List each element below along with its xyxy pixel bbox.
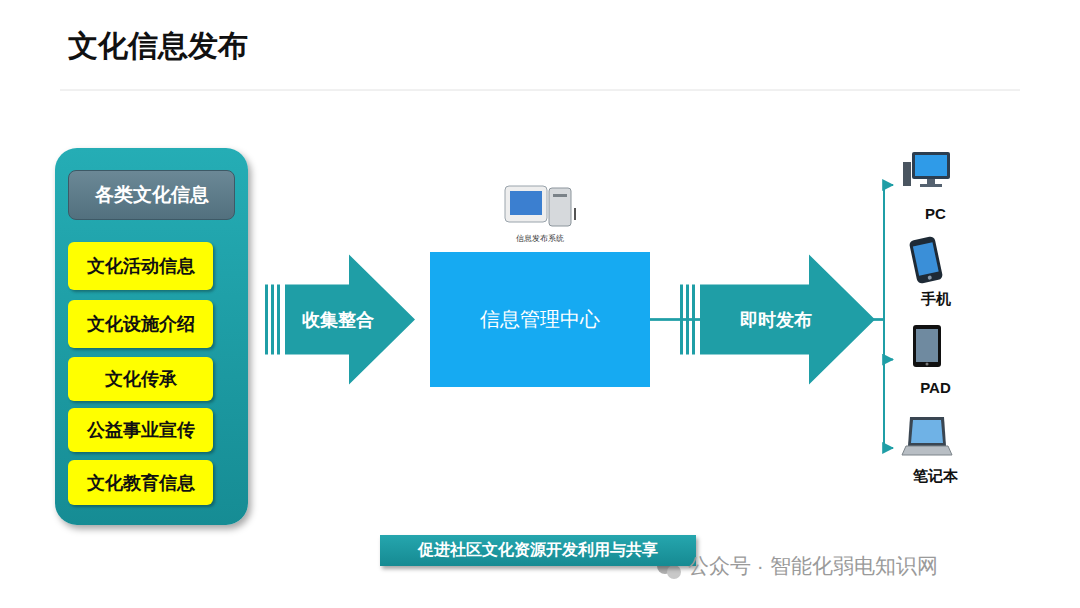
server-computer-icon — [549, 188, 571, 226]
info-box: 文化设施介绍 — [68, 300, 213, 348]
icon-caption: 信息发布系统 — [516, 233, 564, 244]
arrow-stripe — [692, 285, 695, 355]
flow-arrow — [700, 255, 875, 385]
server-computer-icon — [505, 186, 576, 226]
watermark: 公众号 · 智能化弱电知识网 — [688, 552, 938, 580]
server-computer-icon — [505, 186, 547, 222]
arrow-stripe — [271, 285, 274, 355]
tablet-icon — [926, 363, 929, 366]
info-box: 文化教育信息 — [68, 460, 213, 505]
pc-icon — [927, 179, 935, 184]
phone-icon — [909, 236, 944, 284]
node-text: 文化教育信息 — [87, 471, 195, 495]
node-text: 促进社区文化资源开发利用与共享 — [418, 540, 658, 561]
node-text: PC — [895, 205, 976, 222]
panel-heading: 各类文化信息 — [68, 170, 235, 220]
info-box: 公益事业宣传 — [68, 408, 213, 452]
tablet-icon — [916, 329, 938, 362]
tablet-icon — [913, 325, 941, 367]
node-text: PAD — [895, 379, 976, 396]
phone-icon — [927, 275, 932, 280]
laptop-icon — [908, 417, 946, 446]
laptop-icon — [911, 420, 943, 443]
block-arrow — [680, 255, 875, 385]
node-text: 笔记本 — [895, 467, 976, 486]
arrow-stripe — [680, 285, 683, 355]
pc-icon — [915, 155, 947, 176]
device-node: PAD — [895, 323, 976, 396]
arrow-label: 收集整合 — [302, 308, 374, 332]
node-text: 文化设施介绍 — [87, 312, 195, 336]
title-rule — [60, 90, 1020, 91]
pc-icon — [903, 152, 950, 187]
laptop-icon — [902, 417, 952, 455]
management-center-box: 信息管理中心 — [430, 252, 650, 387]
phone-icon — [913, 242, 939, 276]
info-box: 文化传承 — [68, 357, 213, 401]
server-computer-icon — [574, 208, 576, 220]
server-computer-icon — [553, 194, 567, 197]
title-rule — [60, 90, 1020, 91]
arrow-stripe — [686, 285, 689, 355]
pc-icon — [920, 184, 942, 187]
node-text: 手机 — [895, 290, 976, 309]
node-text: 信息管理中心 — [480, 306, 600, 333]
device-node: PC — [895, 148, 976, 222]
device-node: 手机 — [895, 235, 976, 309]
arrow-stripe — [265, 285, 268, 355]
thin-connectors — [650, 185, 893, 448]
arrow-label: 即时发布 — [740, 308, 812, 332]
phone-icon — [909, 236, 944, 284]
arrow-stripe — [277, 285, 280, 355]
wechat-icon — [667, 565, 681, 579]
pc-icon — [912, 152, 950, 179]
node-text: 文化传承 — [105, 367, 177, 391]
info-box: 文化活动信息 — [68, 242, 213, 290]
block-arrow — [265, 255, 415, 385]
server-computer-icon — [510, 191, 542, 215]
slogan-band: 促进社区文化资源开发利用与共享 — [380, 535, 696, 566]
node-text: 公益事业宣传 — [87, 418, 195, 442]
device-node: 笔记本 — [895, 410, 976, 486]
pc-icon — [903, 162, 911, 186]
flow-arrow — [285, 255, 415, 385]
category-panel: 各类文化信息文化活动信息文化设施介绍文化传承公益事业宣传文化教育信息 — [55, 148, 248, 525]
laptop-icon — [902, 446, 952, 455]
node-text: 文化活动信息 — [87, 254, 195, 278]
tablet-icon — [913, 325, 941, 367]
title: 文化信息发布 — [68, 26, 248, 67]
